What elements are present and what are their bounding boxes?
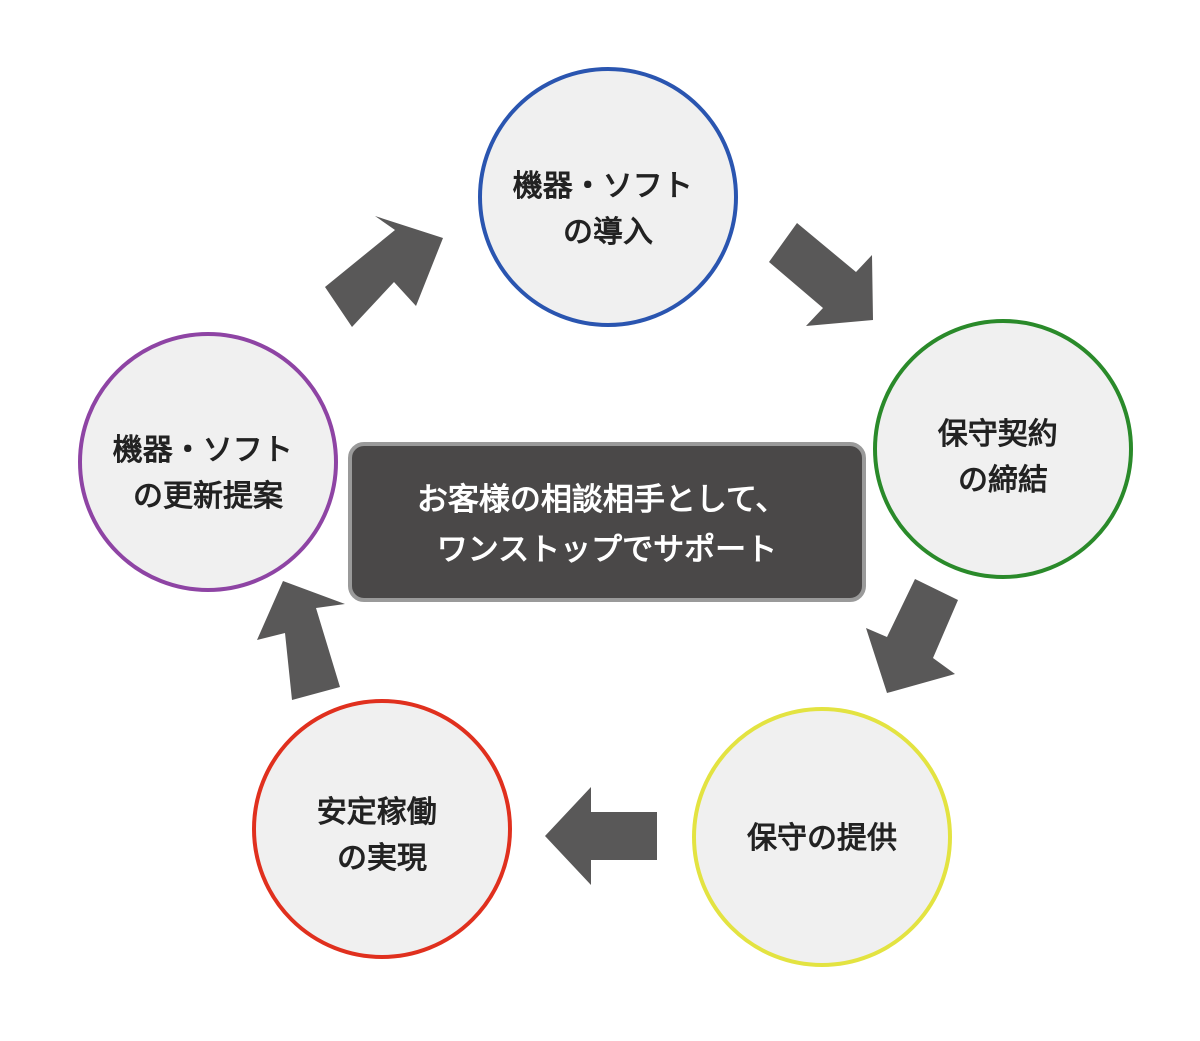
svg-text:機器・ソフト の導入: 機器・ソフト の導入 (513, 169, 703, 250)
center-message-line2: ワンストップでサポート (437, 532, 777, 568)
node-maintenance-contract: 保守契約 の締結 (873, 319, 1133, 579)
node-maintenance-service-label-line1: 保守の提供 (747, 821, 897, 856)
center-box-background (348, 442, 866, 602)
node-maintenance-service: 保守の提供 (692, 707, 952, 967)
node-maintenance-contract-label-line1: 保守契約 (938, 417, 1058, 452)
node-stable-operation-label-line1: 安定稼働 (317, 795, 437, 830)
arrow-contract-to-service (866, 579, 958, 693)
arrow-introduction-to-contract (769, 223, 873, 326)
arrow-operation-to-renewal (257, 581, 345, 700)
node-renewal-proposal-label-line1: 機器・ソフト (113, 433, 293, 468)
node-renewal-proposal-circle (78, 332, 338, 592)
node-introduction-circle (478, 67, 738, 327)
center-message-line1: お客様の相談相手として、 (417, 482, 787, 518)
node-stable-operation: 安定稼働 の実現 (252, 699, 512, 959)
node-renewal-proposal-label-line2: の更新提案 (133, 479, 284, 514)
cycle-arrows (257, 216, 958, 885)
svg-text:保守の提供: 保守の提供 (747, 821, 897, 856)
node-renewal-proposal: 機器・ソフト の更新提案 (78, 332, 338, 592)
node-introduction: 機器・ソフト の導入 (478, 67, 738, 327)
node-maintenance-contract-circle (873, 319, 1133, 579)
node-introduction-label-line2: の導入 (563, 215, 653, 250)
node-maintenance-service-circle (692, 707, 952, 967)
svg-text:お客様の相談相手として、 ワンストップでサポート: お客様の相談相手として、 ワンストップでサポート (417, 482, 797, 568)
svg-text:安定稼働 の実現: 安定稼働 の実現 (317, 795, 447, 876)
node-stable-operation-circle (252, 699, 512, 959)
node-stable-operation-label-line2: の実現 (337, 841, 427, 876)
node-introduction-label-line1: 機器・ソフト (513, 169, 693, 204)
svg-text:機器・ソフト の更新提案: 機器・ソフト の更新提案 (113, 433, 303, 514)
svg-text:保守契約 の締結: 保守契約 の締結 (938, 417, 1068, 498)
center-message-box: お客様の相談相手として、 ワンストップでサポート (348, 442, 866, 602)
node-maintenance-contract-label-line2: の締結 (958, 463, 1048, 498)
arrow-renewal-to-introduction (325, 216, 443, 327)
arrow-service-to-operation (545, 787, 657, 885)
